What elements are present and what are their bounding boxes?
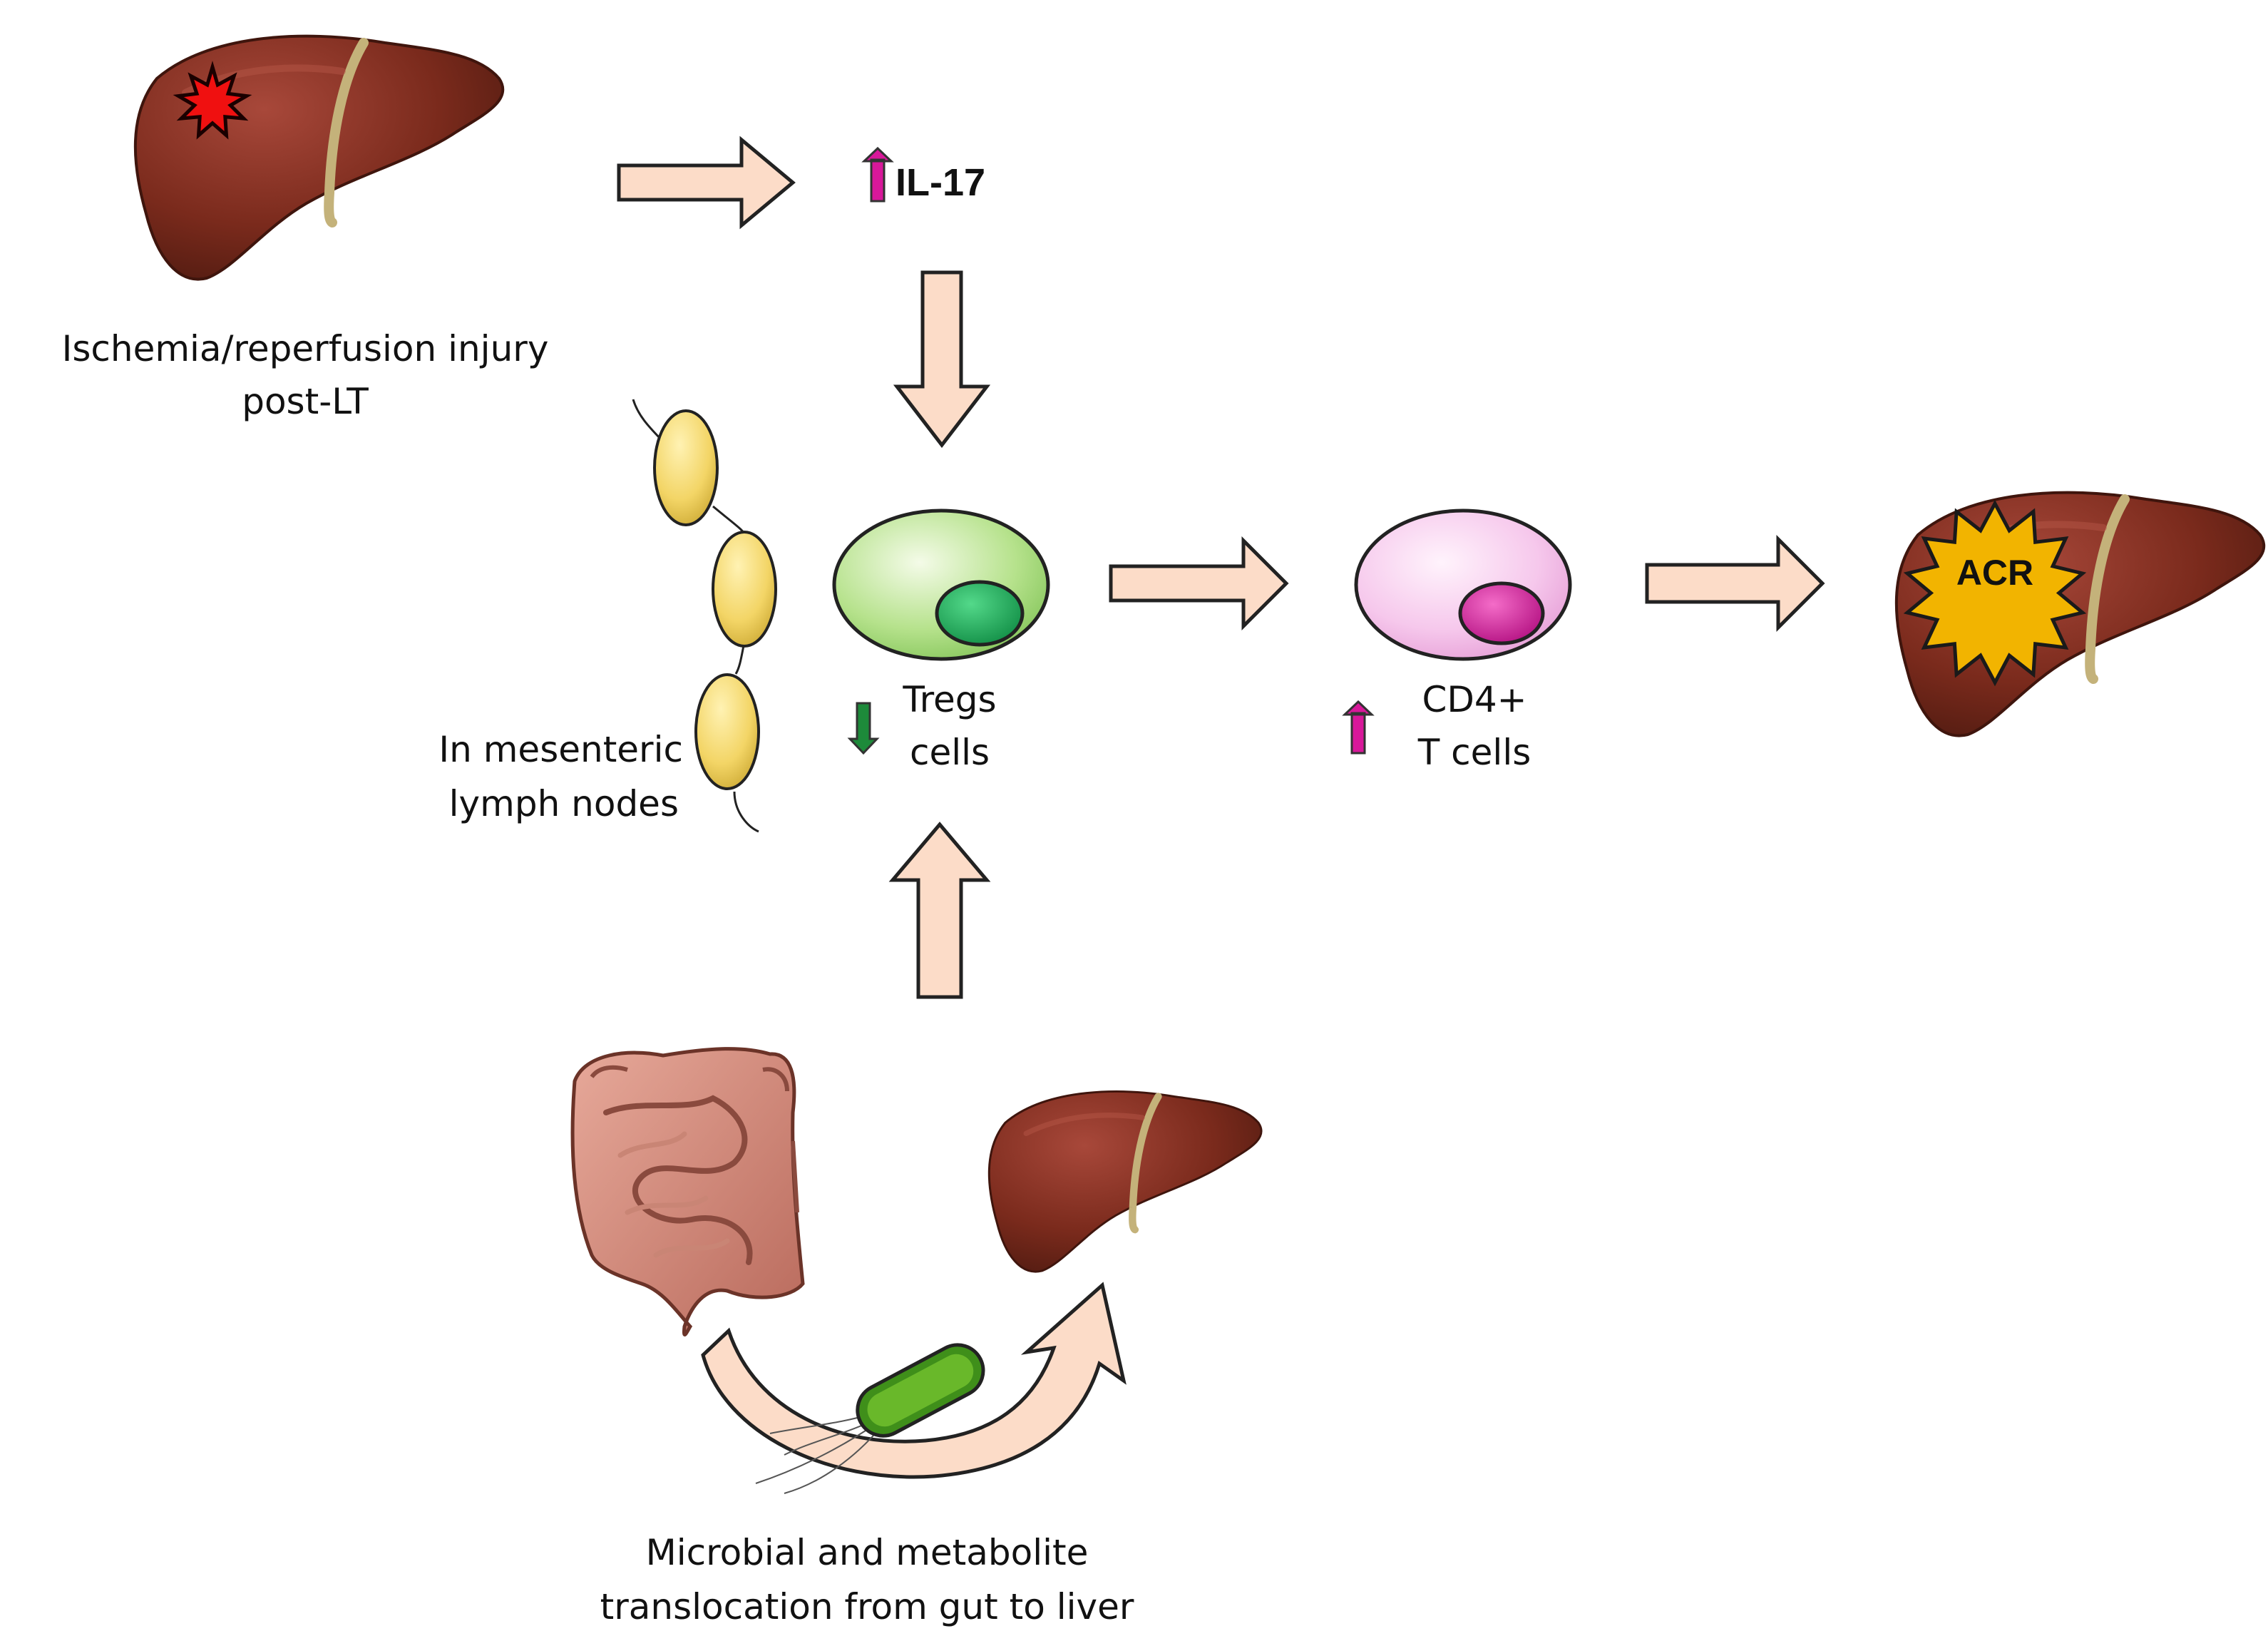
microbial-label-line2: translocation from gut to liver	[600, 1586, 1134, 1627]
bacterium-icon	[755, 1343, 985, 1494]
cd4-nucleus	[1458, 581, 1545, 645]
cd4-up-arrow-icon	[1342, 700, 1375, 755]
arrow-il17-to-tregs	[893, 270, 991, 449]
arrow-tregs-to-cd4	[1109, 536, 1289, 631]
arrow-cd4-to-acr	[1645, 534, 1825, 633]
gut-illustration	[570, 1047, 805, 1336]
cd4-label-line2: T cells	[1417, 732, 1531, 773]
lymph-label-line1: In mesenteric	[438, 729, 683, 770]
il17-label: IL-17	[896, 161, 985, 204]
il17-up-arrow-icon	[861, 146, 894, 203]
tregs-label-line2: cells	[910, 732, 990, 773]
acr-star-icon	[1903, 499, 2087, 687]
injury-star-icon	[173, 61, 252, 140]
target-liver	[989, 1092, 1261, 1272]
injury-label-line1: Ischemia/reperfusion injury	[62, 328, 549, 369]
injured-liver	[135, 36, 503, 280]
microbial-label-line1: Microbial and metabolite	[646, 1532, 1089, 1573]
lymph-node	[712, 531, 777, 648]
injury-label-line2: post-LT	[242, 381, 369, 422]
tregs-down-arrow-icon	[847, 702, 880, 755]
cd4-label-line1: CD4+	[1422, 679, 1526, 720]
lymph-node	[653, 409, 719, 526]
cd4-t-cell	[1354, 508, 1572, 661]
arrow-injury-to-il17	[617, 136, 796, 230]
acr-liver	[1897, 493, 2264, 736]
acr-label: ACR	[1956, 553, 2033, 593]
treg-nucleus	[935, 580, 1025, 647]
lymph-label-line2: lymph nodes	[449, 783, 679, 824]
arrow-gut-to-tregs	[888, 822, 991, 999]
mesenteric-lymph-nodes	[632, 399, 777, 833]
lymph-node	[694, 673, 760, 790]
tregs-label-line1: Tregs	[902, 679, 996, 720]
treg-cell	[832, 508, 1050, 661]
